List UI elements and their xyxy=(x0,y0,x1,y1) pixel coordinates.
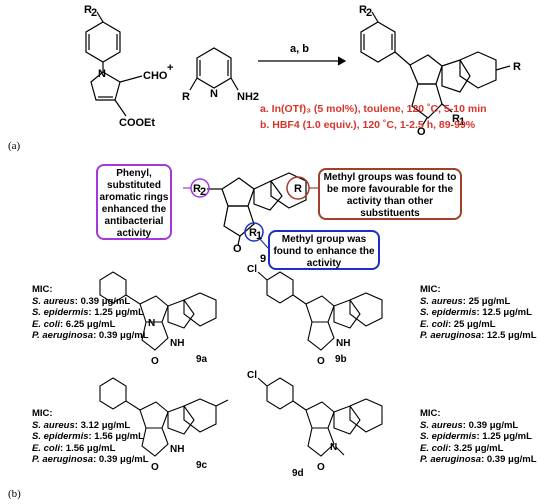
mic-title: MIC: xyxy=(420,408,441,419)
mic-row: S. aureus: 0.39 μg/mL xyxy=(32,295,131,307)
mic-title: MIC: xyxy=(32,408,53,419)
condition-a: a. In(OTf)₃ (5 mol%), toulene, 120 ˚C, 5… xyxy=(260,103,487,115)
product-r1-sub: 1 xyxy=(459,116,465,128)
9b-cl-atom: Cl xyxy=(247,264,257,275)
reactant1-labels: R 2 N CHO COOEt xyxy=(84,4,168,129)
compound-9c-label: 9c xyxy=(196,460,208,471)
9a-o-atom: O xyxy=(151,356,159,367)
compound-9a-label: 9a xyxy=(196,354,208,365)
cooet-label: COOEt xyxy=(119,117,155,129)
core-r1-label: R xyxy=(249,227,257,239)
annotation-box-methyl-r1: Methyl group was found to enhance the ac… xyxy=(268,230,380,270)
structure-9a xyxy=(99,271,217,351)
core-r-label: R xyxy=(294,183,302,195)
9d-cl-atom: Cl xyxy=(247,370,257,381)
mic-title: MIC: xyxy=(32,284,53,295)
product-o-label: O xyxy=(417,126,426,138)
annotation-box-phenyl: Phenyl, substituted aromatic rings enhan… xyxy=(96,164,172,240)
mic-row: E. coli: 3.25 μg/mL xyxy=(420,442,504,454)
reactant2-structure xyxy=(189,47,239,91)
reactant1-structure xyxy=(85,11,143,117)
9b-o-atom: O xyxy=(317,356,325,367)
mic-row: E. coli: 6.25 μg/mL xyxy=(32,318,116,330)
structure-9d xyxy=(257,377,383,457)
product-structure xyxy=(360,11,511,127)
9b-nh-atom: NH xyxy=(336,338,350,349)
9d-n-atom: N xyxy=(330,442,337,453)
mic-row: P. aeruginosa: 0.39 μg/mL xyxy=(420,454,537,465)
9c-nh-atom: NH xyxy=(170,444,184,455)
product-r2-sub: 2 xyxy=(366,7,372,19)
core-r1-sub: 1 xyxy=(256,230,262,242)
nh2-label: NH2 xyxy=(237,91,259,103)
mic-row: E. coli: 1.56 μg/mL xyxy=(32,442,116,454)
arrow-label: a, b xyxy=(290,43,309,55)
compound-9-label: 9 xyxy=(260,253,266,265)
product-r-label: R xyxy=(513,61,521,73)
mic-row: S. aureus: 25 μg/mL xyxy=(420,295,511,307)
9c-o-atom: O xyxy=(151,462,159,473)
r1-highlight-circle xyxy=(244,222,264,242)
9d-o-atom: O xyxy=(317,462,325,473)
mic-row: S. epidermis: 1.25 μg/mL xyxy=(420,431,532,442)
condition-b: b. HBF4 (1.0 equiv.), 120 ˚C, 1-2.5 h, 8… xyxy=(260,119,476,131)
annotation-methyl-r-text: Methyl groups was found to be more favou… xyxy=(323,172,457,219)
mic-row: S. aureus: 3.12 μg/mL xyxy=(32,419,131,431)
core-r2-label: R xyxy=(193,183,201,195)
panel-a-label: (a) xyxy=(8,140,21,152)
compound-9b-label: 9b xyxy=(335,354,347,365)
r2-sub-a: 2 xyxy=(91,7,97,19)
annotation-methyl-r1-text: Methyl group was found to enhance the ac… xyxy=(273,234,375,269)
n-label-pyridine: N xyxy=(210,88,218,100)
mic-row: S. epidermis: 1.25 μg/mL xyxy=(32,307,144,318)
mic-row: S. epidermis: 1.56 μg/mL xyxy=(32,431,144,442)
structure-9c xyxy=(99,377,229,457)
mic-row: E. coli: 25 μg/mL xyxy=(420,318,496,330)
mic-block-9d: MIC: S. aureus: 0.39 μg/mL S. epidermis:… xyxy=(420,408,537,466)
core-r2-sub: 2 xyxy=(200,186,206,198)
core-scaffold-9 xyxy=(207,172,307,246)
product-r1-label: R xyxy=(452,113,460,125)
mic-block-9c: MIC: S. aureus: 3.12 μg/mL S. epidermis:… xyxy=(32,408,149,466)
mic-row: P. aeruginosa: 0.39 μg/mL xyxy=(32,330,149,341)
r2-label-a: R xyxy=(84,4,92,16)
structure-9b xyxy=(257,271,383,351)
compound-9d-label: 9d xyxy=(292,468,304,479)
annotation-box-methyl-r: Methyl groups was found to be more favou… xyxy=(318,168,462,220)
mic-block-9a: MIC: S. aureus: 0.39 μg/mL S. epidermis:… xyxy=(32,284,149,342)
9a-nh-atom: NH xyxy=(170,338,184,349)
n-label-a: N xyxy=(98,68,106,80)
mic-row: P. aeruginosa: 12.5 μg/mL xyxy=(420,330,537,341)
mic-title: MIC: xyxy=(420,284,441,295)
mic-row: P. aeruginosa: 0.39 μg/mL xyxy=(32,454,149,465)
r-label-reactant2: R xyxy=(182,91,190,103)
annotation-phenyl-text: Phenyl, substituted aromatic rings enhan… xyxy=(99,168,169,239)
9a-n-atom: N xyxy=(148,318,155,329)
product-labels: R 2 R O R 1 xyxy=(359,4,521,138)
core-o-label: O xyxy=(233,243,242,255)
plus-sign: + xyxy=(167,62,173,74)
mic-row: S. aureus: 0.39 μg/mL xyxy=(420,419,519,431)
cho-label: CHO xyxy=(143,70,168,82)
reactant2-labels: R N NH2 xyxy=(182,88,259,103)
panel-b-label: (b) xyxy=(8,488,21,500)
product-r2-label: R xyxy=(359,4,367,16)
mic-block-9b: MIC: S. aureus: 25 μg/mL S. epidermis: 1… xyxy=(420,284,537,342)
mic-row: S. epidermis: 12.5 μg/mL xyxy=(420,307,532,318)
